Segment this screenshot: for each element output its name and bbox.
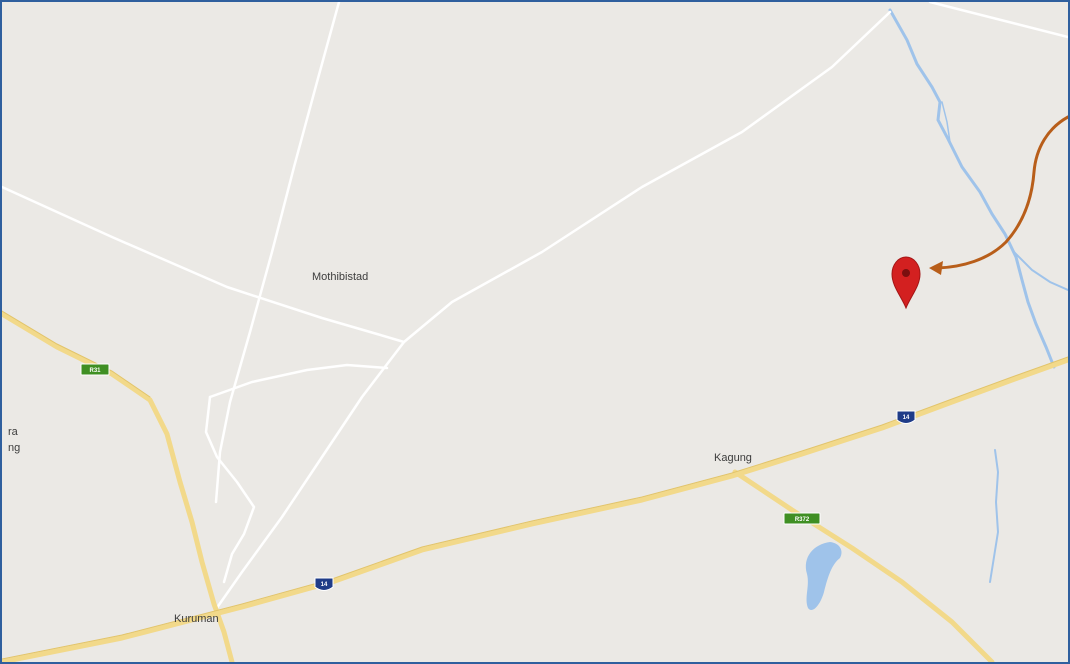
stream-east <box>989 449 1000 583</box>
dam-water <box>805 542 842 611</box>
road-n14 <box>2 357 1068 662</box>
place-label-kuruman[interactable]: Kuruman <box>174 613 219 625</box>
road-north-mothibistad <box>214 2 341 504</box>
stream-north <box>941 101 951 143</box>
road-northeast-diagonal <box>402 10 892 344</box>
shield-r31-label: R31 <box>89 368 101 374</box>
river-branch <box>1013 251 1068 291</box>
road-west-diagonal <box>2 185 406 344</box>
road-south-diagonal <box>212 340 406 614</box>
annotation-arrow-icon <box>929 115 1068 275</box>
shield-n14-west-label: 14 <box>321 582 328 588</box>
shield-n14-west: 14 <box>314 577 334 591</box>
road-north-east-edge <box>928 2 1068 39</box>
shield-n14-east: 14 <box>896 410 916 424</box>
road-loop-west <box>204 395 256 584</box>
river-main <box>888 8 1056 369</box>
place-label-kagung[interactable]: Kagung <box>714 452 752 464</box>
place-label-cut-line2[interactable]: ng <box>8 442 20 454</box>
road-r372 <box>732 469 995 662</box>
water-features <box>888 8 1068 583</box>
shield-r372-label: R372 <box>795 517 810 523</box>
shield-r31: R31 <box>80 363 110 376</box>
place-label-cut-line1[interactable]: ra <box>8 426 19 438</box>
map-pin-icon[interactable] <box>891 256 921 310</box>
road-cross-link <box>208 363 389 399</box>
shield-r372: R372 <box>783 512 821 525</box>
major-road-edges <box>2 310 1068 660</box>
place-label-mothibistad[interactable]: Mothibistad <box>312 271 368 283</box>
shield-n14-east-label: 14 <box>903 415 910 421</box>
minor-roads <box>2 2 1068 614</box>
